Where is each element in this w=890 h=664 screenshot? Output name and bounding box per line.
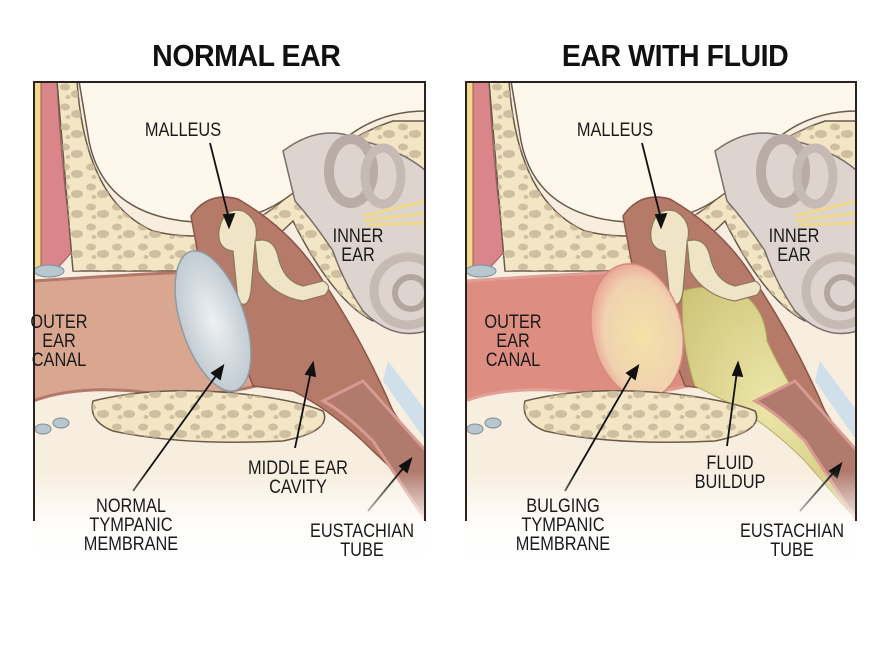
label-outer-ear-canal-fluid: OUTER EAR CANAL [484, 312, 542, 371]
label-malleus: MALLEUS [144, 120, 222, 141]
label-middle-ear-cavity: MIDDLE EAR CAVITY [248, 458, 348, 498]
label-malleus-fluid: MALLEUS [576, 120, 654, 141]
label-eustachian-tube-fluid: EUSTACHIAN TUBE [739, 521, 845, 561]
normal-ear-illustration [33, 81, 426, 561]
label-fluid-buildup: FLUID BUILDUP [694, 453, 766, 493]
label-inner-ear-fluid: INNER EAR [768, 226, 820, 266]
panel-ear-with-fluid [465, 81, 857, 561]
label-bulging-tympanic-membrane: BULGING TYMPANIC MEMBRANE [515, 496, 611, 555]
title-normal-ear: NORMAL EAR [152, 38, 341, 73]
title-ear-with-fluid: EAR WITH FLUID [561, 38, 789, 73]
label-inner-ear: INNER EAR [332, 226, 384, 266]
label-normal-tympanic-membrane: NORMAL TYMPANIC MEMBRANE [83, 496, 179, 555]
label-outer-ear-canal: OUTER EAR CANAL [30, 312, 88, 371]
label-eustachian-tube: EUSTACHIAN TUBE [309, 521, 415, 561]
